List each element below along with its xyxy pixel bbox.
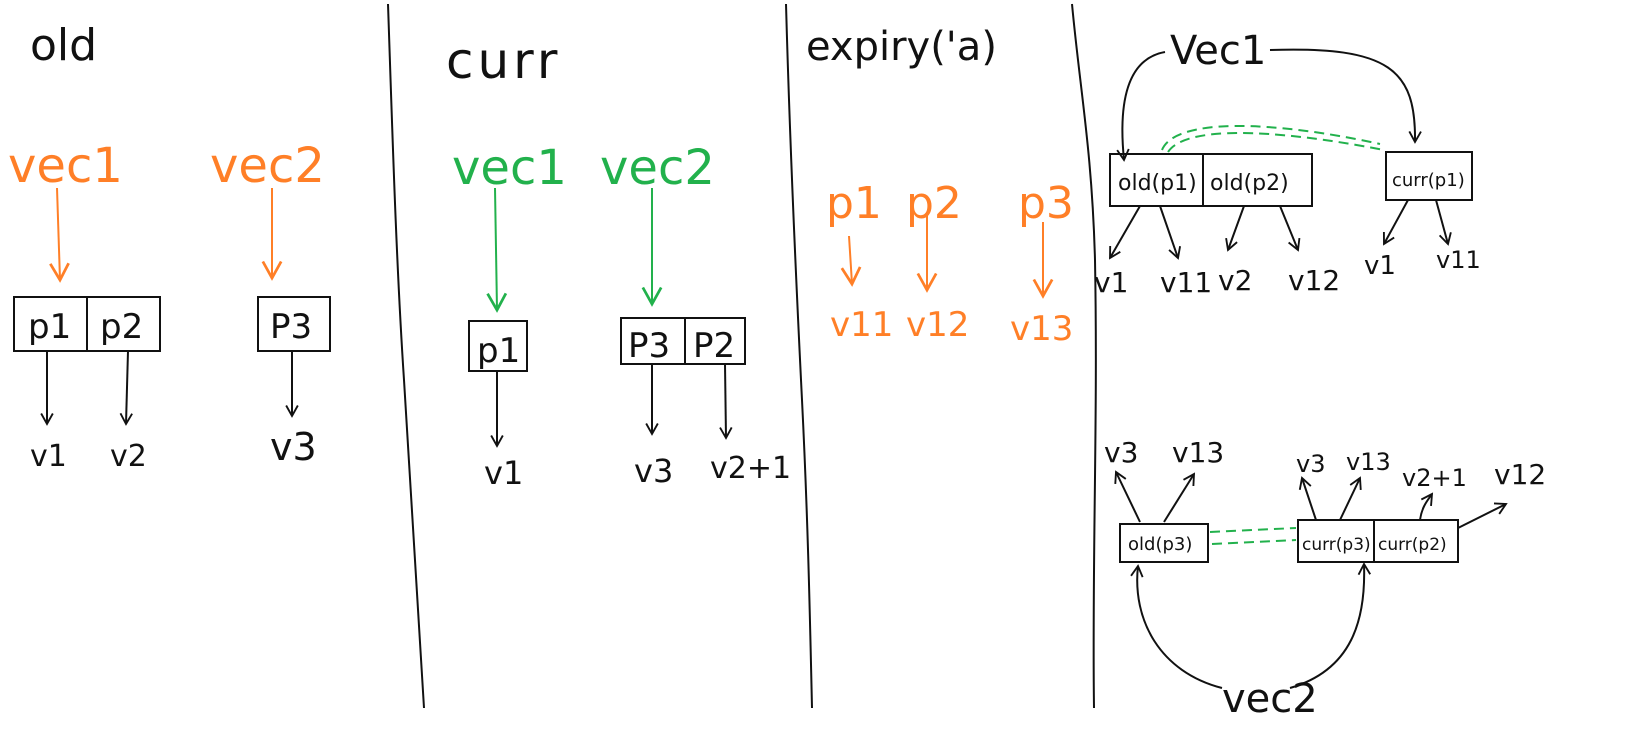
merged-bottom-arrow-v12 <box>1457 502 1508 529</box>
merged-top-arrow-v11 <box>1159 205 1181 260</box>
old-cell-p2: p2 <box>100 307 143 347</box>
merged-bottom-arrow-v3 <box>1114 470 1141 523</box>
merged-top-arrow-v1 <box>1109 205 1141 260</box>
panel-old: old vec1 vec2 p1 p2 P3 v1 v2 v3 <box>8 20 331 474</box>
expiry-value-v12: v12 <box>906 305 969 345</box>
old-value-v3: v3 <box>270 425 317 469</box>
merged-cell-old-p2: old(p2) <box>1210 171 1289 196</box>
merged-bottom-arrow-curr-v13 <box>1339 476 1362 521</box>
merged-top-green-dashes <box>1161 125 1385 153</box>
curr-value-v1: v1 <box>484 454 523 492</box>
expiry-value-v13: v13 <box>1010 309 1073 349</box>
panel-merged: Vec1 old(p1) old(p2) curr(p1) v1 v11 v2 … <box>1094 28 1546 722</box>
merged-top-box-old <box>1109 153 1313 207</box>
curr-vec1-label: vec1 <box>452 140 567 196</box>
old-value-v2: v2 <box>110 439 147 474</box>
old-vec1-arrow <box>49 187 70 283</box>
merged-cell-old-p3: old(p3) <box>1128 534 1192 555</box>
merged-bottom-value-v12: v12 <box>1494 458 1546 491</box>
merged-top-value-v12: v12 <box>1288 264 1340 297</box>
merged-bottom-arrow-v2plus1 <box>1419 492 1434 521</box>
merged-top-arrow-v12 <box>1279 205 1301 252</box>
old-vec2-label: vec2 <box>210 138 325 194</box>
merged-bottom-value-curr-v13: v13 <box>1346 448 1391 476</box>
merged-bottom-green-dashes <box>1209 527 1297 545</box>
merged-top-value-curr-v11: v11 <box>1436 246 1481 274</box>
merged-cell-curr-p2: curr(p2) <box>1378 535 1447 555</box>
merged-cell-curr-p1: curr(p1) <box>1392 170 1465 191</box>
merged-top-value-v2: v2 <box>1218 264 1252 297</box>
expiry-key-p3: p3 <box>1018 178 1074 229</box>
merged-vec1-arrow-right <box>1269 48 1422 144</box>
merged-top-arrow-curr-v11 <box>1435 199 1452 246</box>
curr-value-v3: v3 <box>634 452 673 490</box>
merged-bottom-arrow-curr-v3 <box>1298 476 1317 521</box>
old-cell-p3: P3 <box>270 307 312 347</box>
merged-bottom-value-v2plus1: v2+1 <box>1402 464 1467 492</box>
curr-vec1-arrow <box>486 187 508 313</box>
merged-bottom-value-curr-v3: v3 <box>1296 450 1325 478</box>
merged-bottom-box-curr <box>1297 519 1459 563</box>
panel-expiry: expiry('a) p1 p2 p3 v11 v12 v13 <box>806 24 1074 349</box>
curr-value-v2plus1: v2+1 <box>710 451 791 486</box>
merged-top-value-curr-v1: v1 <box>1364 251 1396 281</box>
divider-3 <box>1071 3 1097 709</box>
merged-vec2-arrow-left <box>1130 564 1223 689</box>
merged-top-arrow-curr-v1 <box>1382 199 1409 246</box>
curr-vec2-label: vec2 <box>600 140 715 196</box>
merged-top-arrow-v2 <box>1225 205 1245 252</box>
merged-bottom-box-old <box>1119 523 1209 563</box>
panel-dividers <box>387 3 1097 709</box>
curr-cell-p2: P2 <box>693 326 735 366</box>
merged-cell-old-p1: old(p1) <box>1118 171 1197 196</box>
curr-cell-p1: p1 <box>477 331 520 371</box>
curr-vec2-box <box>620 317 746 365</box>
expiry-p1-arrow <box>840 235 862 287</box>
expiry-key-p1: p1 <box>826 178 882 229</box>
merged-vec1-arrow-left <box>1116 51 1166 162</box>
curr-cell-p3: P3 <box>628 326 670 366</box>
panel-old-title: old <box>30 20 97 71</box>
merged-vec1-label: Vec1 <box>1170 28 1266 74</box>
merged-bottom-arrow-v13 <box>1163 472 1196 523</box>
old-cell-p1: p1 <box>28 307 71 347</box>
merged-top-value-v11: v11 <box>1160 266 1212 299</box>
merged-bottom-value-v3: v3 <box>1104 436 1138 469</box>
divider-2 <box>785 3 813 709</box>
panel-curr: curr vec1 vec2 p1 P3 P2 v1 v3 v2+1 <box>446 32 791 492</box>
curr-p2-arrow <box>719 363 733 440</box>
merged-top-box-curr <box>1385 151 1473 201</box>
expiry-key-p2: p2 <box>906 178 962 229</box>
panel-curr-title: curr <box>446 32 561 90</box>
merged-bottom-value-v13: v13 <box>1172 436 1224 469</box>
expiry-value-v11: v11 <box>830 305 893 345</box>
panel-expiry-title: expiry('a) <box>806 24 997 70</box>
merged-top-value-v1: v1 <box>1094 266 1128 299</box>
merged-vec2-arrow-right <box>1289 562 1372 689</box>
divider-1 <box>387 3 425 709</box>
old-p2-arrow <box>119 350 133 426</box>
merged-cell-curr-p3: curr(p3) <box>1302 535 1371 555</box>
merged-vec2-label: vec2 <box>1222 676 1318 722</box>
old-vec1-label: vec1 <box>8 138 123 194</box>
old-value-v1: v1 <box>30 439 67 474</box>
old-vec2-box <box>257 296 331 352</box>
